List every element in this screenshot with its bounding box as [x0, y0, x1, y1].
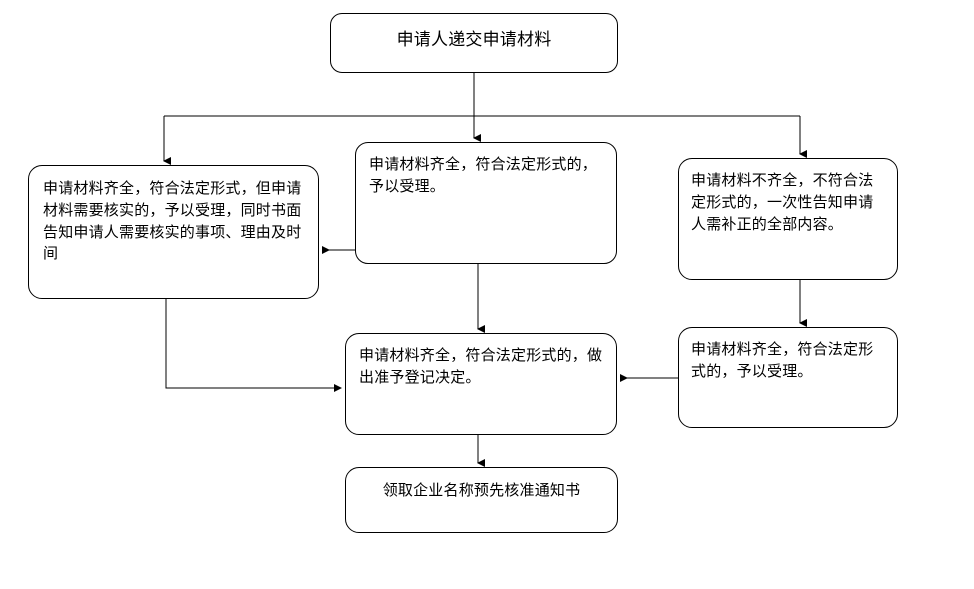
- node-accept-complete-middle[interactable]: 申请材料齐全，符合法定形式的，予以受理。: [355, 142, 617, 264]
- node-collect-approval-notice-label: 领取企业名称预先核准通知书: [382, 481, 581, 499]
- node-registration-decision[interactable]: 申请材料齐全，符合法定形式的，做出准予登记决定。: [345, 333, 617, 435]
- node-submit-application-label: 申请人递交申请材料: [396, 30, 552, 50]
- node-accept-complete-middle-label: 申请材料齐全，符合法定形式的，予以受理。: [369, 155, 598, 195]
- node-accept-with-verification-label: 申请材料齐全，符合法定形式，但申请材料需要核实的，予以受理，同时书面告知申请人需…: [43, 179, 302, 263]
- node-collect-approval-notice[interactable]: 领取企业名称预先核准通知书: [345, 467, 618, 533]
- node-accept-with-verification[interactable]: 申请材料齐全，符合法定形式，但申请材料需要核实的，予以受理，同时书面告知申请人需…: [28, 165, 319, 299]
- node-registration-decision-label: 申请材料齐全，符合法定形式的，做出准予登记决定。: [359, 346, 603, 386]
- edge-verify-to-decision: [165, 299, 342, 392]
- node-incomplete-materials[interactable]: 申请材料不齐全，不符合法定形式的，一次性告知申请人需补正的全部内容。: [678, 158, 898, 280]
- node-incomplete-materials-label: 申请材料不齐全，不符合法定形式的，一次性告知申请人需补正的全部内容。: [691, 171, 874, 233]
- node-submit-application[interactable]: 申请人递交申请材料: [330, 13, 618, 73]
- node-accept-complete-right-label: 申请材料齐全，符合法定形式的，予以受理。: [691, 340, 874, 380]
- node-accept-complete-right[interactable]: 申请材料齐全，符合法定形式的，予以受理。: [678, 327, 898, 428]
